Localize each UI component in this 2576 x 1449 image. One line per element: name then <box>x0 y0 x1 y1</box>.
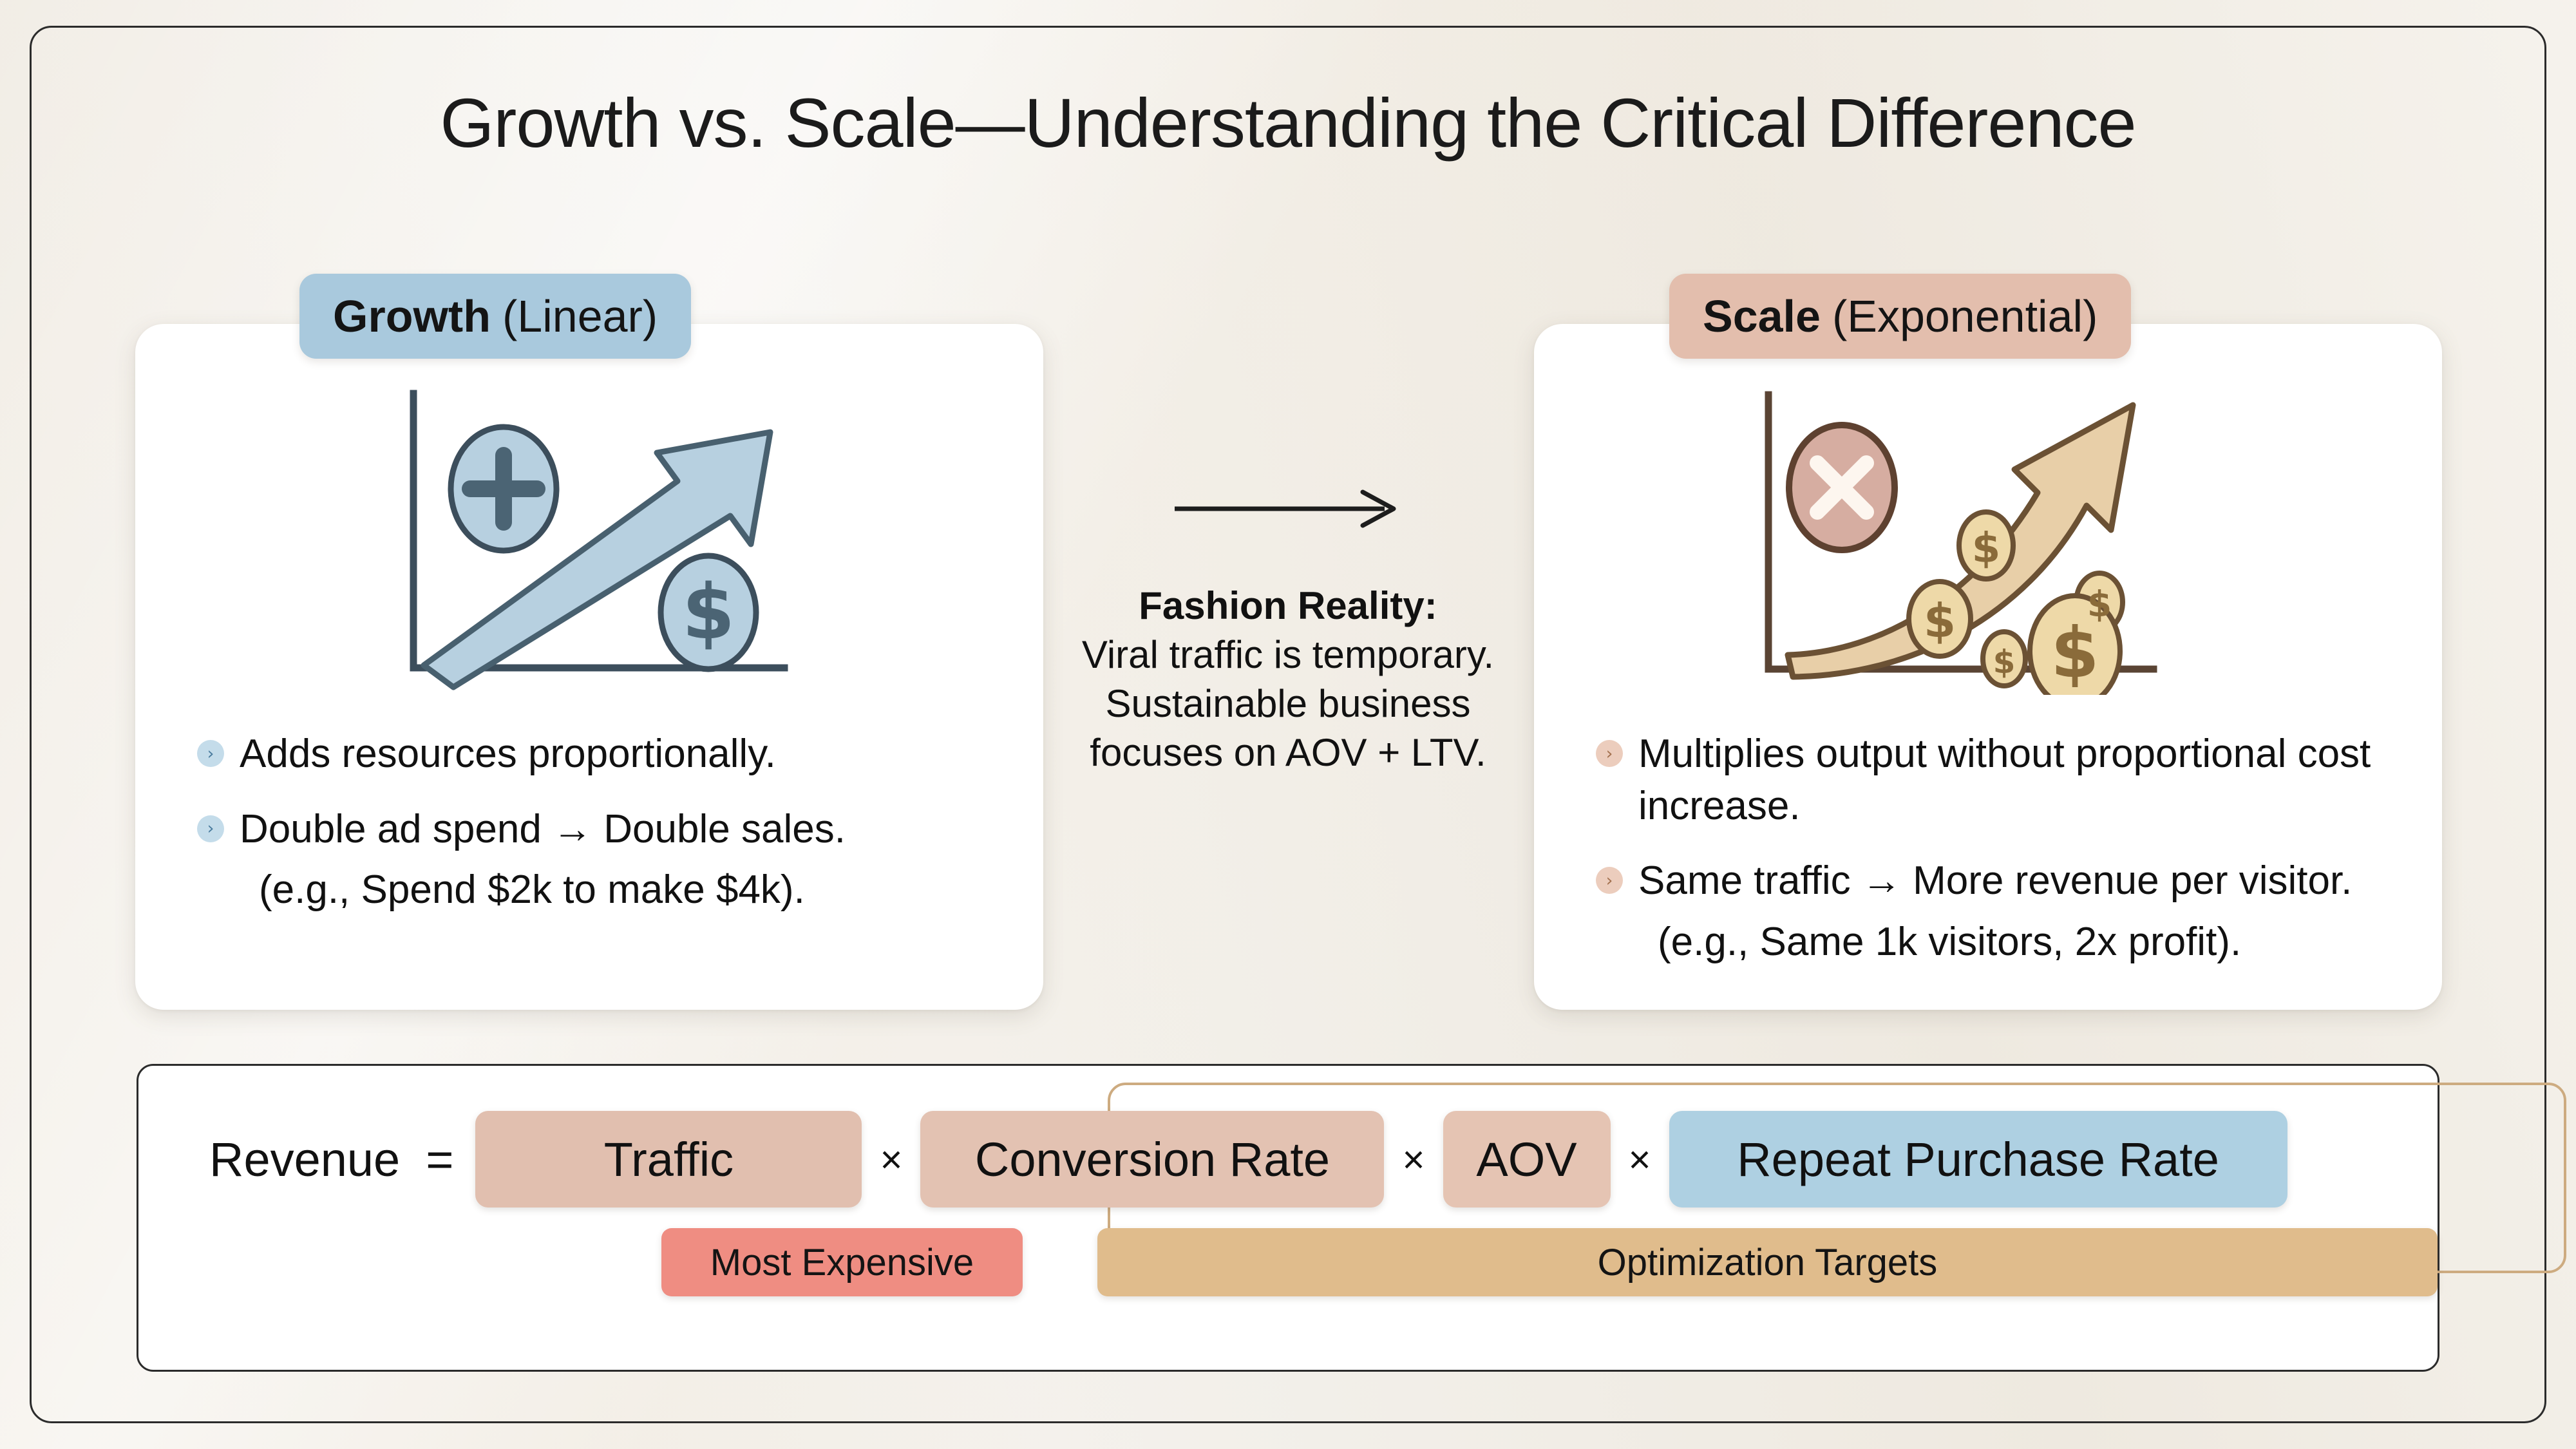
card-growth-title: Growth <box>333 291 491 341</box>
card-scale-bullets: › Multiplies output without proportional… <box>1596 728 2397 991</box>
multiply-sign: × <box>1402 1137 1425 1181</box>
list-item-example: (e.g., Spend $2k to make $4k). <box>259 867 805 913</box>
svg-text:$: $ <box>1972 525 2001 573</box>
middle-label: Fashion Reality: <box>1139 584 1437 627</box>
middle-connector: Fashion Reality: Viral traffic is tempor… <box>1075 489 1501 778</box>
svg-text:$: $ <box>2050 613 2099 694</box>
formula-term-repeat-purchase-rate[interactable]: Repeat Purchase Rate <box>1669 1111 2287 1208</box>
list-item-main: Double ad spend → Double sales. <box>240 806 846 851</box>
list-item-label: Same traffic → More revenue per visitor.… <box>1638 855 2352 968</box>
list-item-example: (e.g., Same 1k visitors, 2x profit). <box>1658 919 2242 964</box>
card-growth-bullets: › Adds resources proportionally. › Doubl… <box>197 728 998 940</box>
outer-frame <box>30 26 2546 1423</box>
chevron-right-icon: › <box>1596 867 1623 895</box>
middle-body: Viral traffic is temporary. Sustainable … <box>1081 633 1495 775</box>
card-growth-header: Growth (Linear) <box>299 274 692 359</box>
multiply-sign: × <box>880 1137 903 1181</box>
list-item: › Double ad spend → Double sales. (e.g.,… <box>197 804 998 916</box>
formula-term-aov[interactable]: AOV <box>1443 1111 1611 1208</box>
linear-growth-chart-icon: $ <box>410 390 788 690</box>
card-growth: Growth (Linear) $ › Adds resources propo… <box>135 274 1043 1010</box>
card-scale: Scale (Exponential) $ $ $ $ <box>1534 274 2442 1010</box>
formula-row: Revenue = Traffic × Conversion Rate × AO… <box>138 1111 2438 1208</box>
svg-text:$: $ <box>682 567 735 656</box>
formula-term-conversion-rate[interactable]: Conversion Rate <box>920 1111 1385 1208</box>
svg-text:$: $ <box>1993 643 2016 681</box>
tag-optimization-targets: Optimization Targets <box>1097 1228 2438 1296</box>
card-scale-subtitle: (Exponential) <box>1832 291 2098 341</box>
list-item: › Adds resources proportionally. <box>197 728 998 781</box>
card-growth-subtitle: (Linear) <box>502 291 658 341</box>
formula-tag-row: Most Expensive Optimization Targets <box>138 1228 2438 1296</box>
list-item: › Same traffic → More revenue per visito… <box>1596 855 2397 968</box>
revenue-formula-panel: Revenue = Traffic × Conversion Rate × AO… <box>137 1064 2566 1372</box>
card-scale-header: Scale (Exponential) <box>1669 274 2132 359</box>
list-item-label: Adds resources proportionally. <box>240 732 776 776</box>
formula-term-traffic[interactable]: Traffic <box>475 1111 862 1208</box>
list-item-label: Multiplies output without proportional c… <box>1638 732 2371 828</box>
revenue-label: Revenue <box>209 1132 401 1186</box>
card-scale-title: Scale <box>1703 291 1821 341</box>
chevron-right-icon: › <box>1596 740 1623 767</box>
list-item-main: Same traffic → More revenue per visitor. <box>1638 858 2353 904</box>
svg-text:$: $ <box>1924 594 1956 648</box>
multiply-sign: × <box>1628 1137 1651 1181</box>
svg-text:$: $ <box>2087 583 2112 625</box>
equals-sign: = <box>426 1132 454 1186</box>
chevron-right-icon: › <box>197 815 224 842</box>
chevron-right-icon: › <box>197 740 224 767</box>
right-arrow-icon <box>1175 489 1396 528</box>
list-item-label: Double ad spend → Double sales. (e.g., S… <box>240 804 846 916</box>
list-item: › Multiplies output without proportional… <box>1596 728 2397 832</box>
tag-most-expensive: Most Expensive <box>661 1228 1023 1296</box>
page-title: Growth vs. Scale—Understanding the Criti… <box>440 84 2136 162</box>
exponential-scale-chart-icon: $ $ $ $ $ <box>1765 391 2157 695</box>
